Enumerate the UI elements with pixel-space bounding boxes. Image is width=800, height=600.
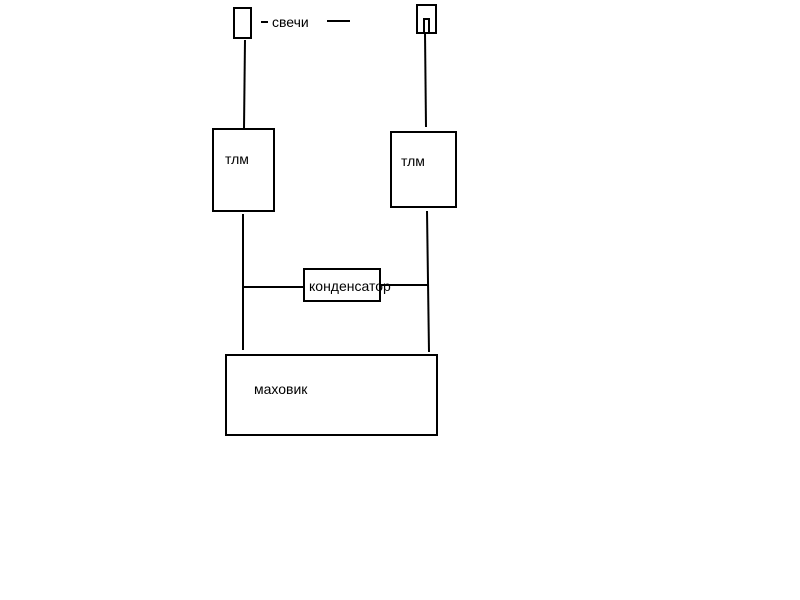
capacitor-label: конденсатор (309, 278, 391, 294)
wire-coil-flywheel-right (426, 210, 430, 353)
flywheel (225, 354, 438, 436)
coil-left (212, 128, 275, 212)
spark-plugs-label: свечи (272, 14, 309, 30)
spark-plug-left (233, 7, 252, 39)
wire-plug-coil-right (424, 32, 427, 128)
wire-plug-coil-left (243, 39, 246, 129)
spark-plug-right (416, 4, 437, 34)
flywheel-label: маховик (254, 381, 308, 397)
coil-left-label: тлм (225, 151, 249, 167)
coil-right (390, 131, 457, 208)
coil-right-label: тлм (401, 153, 425, 169)
